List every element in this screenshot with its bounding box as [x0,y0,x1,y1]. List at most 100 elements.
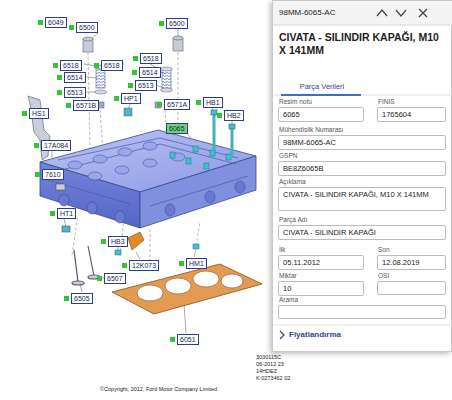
status-marker [94,63,99,68]
status-marker [133,56,138,61]
callout-text: 6514 [67,74,83,81]
field-value: CIVATA - SILINDIR KAPAĞI [283,228,441,237]
callout-text: HP1 [124,95,138,102]
status-marker [179,261,184,266]
callout-text: 6049 [48,19,64,26]
field-value: 10 [283,284,359,293]
part-title: CIVATA - SILINDIR KAPAĞI, M10 X 141MM [279,31,447,57]
drawing-code: K:0273462 02 [256,375,290,382]
callout-number: HT1 [57,208,76,219]
field-box: Miktar10 [278,281,364,296]
status-marker [53,63,58,68]
field-box: Mühendislik Numarası98MM-6065-AC [278,135,446,150]
callout-text: 6571B [76,102,96,109]
callout-number: 6571A [164,99,190,110]
callout-text: HS1 [32,110,46,117]
callout-number: 6514 [139,67,161,78]
callout-number: 6507 [104,273,126,284]
status-marker [22,111,27,116]
field-label: Mühendislik Numarası [279,126,343,133]
callout-text: 6518 [63,62,79,69]
field-value: 98MM-6065-AC [283,138,441,147]
callout-number: HB3 [108,236,128,247]
status-marker [157,102,162,107]
field-value: 6065 [283,110,359,119]
status-marker [57,75,62,80]
callout-number: HB1 [203,97,223,108]
callout-number: 6518 [101,60,123,71]
status-marker [159,21,164,26]
callout-text: 12K073 [132,262,156,269]
status-marker [97,276,102,281]
field-value: BE8Z6065B [283,164,441,173]
callout-number: 6049 [45,17,67,28]
status-marker [217,113,222,118]
field-label: Miktar [279,272,297,279]
callout-text: 6513 [138,82,154,89]
copyright-note: ©Copyright, 2012, Ford Motor Company Lim… [100,386,217,393]
callout-number: 6518 [60,60,82,71]
callout-number: 6514 [64,72,86,83]
status-marker [57,90,62,95]
field-box: Son12.08.2019 [377,255,446,270]
status-marker [66,103,71,108]
status-marker [69,25,74,30]
callout-text: 6505 [74,295,90,302]
callout-number: HM1 [186,258,207,269]
status-marker [35,172,40,177]
callout-text: HB3 [111,238,125,245]
callout-text: 6065 [169,125,185,132]
callout-number: 6571B [73,100,99,111]
status-marker [128,83,133,88]
callout-number: HP1 [121,93,141,104]
callout-number: HB2 [224,110,244,121]
field-label: İlk [279,246,286,253]
callout-text: HB2 [227,112,241,119]
field-value: 05.11.2012 [283,258,359,267]
field-box: AçıklamaCIVATA - SILINDIR KAPAĞI, M10 X … [278,187,446,211]
callout-text: HB1 [206,99,220,106]
callout-number: 12K073 [129,260,159,271]
status-marker [101,239,106,244]
field-box: GSPNBE8Z6065B [278,161,446,176]
field-box: Parça AdıCIVATA - SILINDIR KAPAĞI [278,225,446,240]
callout-text: HT1 [60,210,73,217]
status-marker [122,263,127,268]
callout-text: 6500 [79,24,95,31]
callout-number: 6051 [177,334,199,345]
field-label: Açıklama [279,178,306,185]
field-box: İlk05.11.2012 [278,255,364,270]
field-box: Arama [278,305,446,319]
callout-text: 6518 [143,55,159,62]
status-marker [114,96,119,101]
callout-number: 17A084 [41,140,71,151]
callout-number: 6513 [135,80,157,91]
field-label: FINIS [378,98,395,105]
callout-text: 7610 [45,171,61,178]
field-value: 12.08.2019 [382,258,441,267]
callout-number: 6065 [166,123,188,134]
drawing-code: 14HDEZ [256,368,277,375]
field-box: OSI [377,281,446,295]
field-label: Resim notu [279,98,312,105]
callout-number: 6500 [76,22,98,33]
callout-text: 6571A [167,101,187,108]
field-box: FINIS1765604 [377,107,446,122]
field-label: OSI [378,272,389,279]
field-label: Son [378,246,390,253]
field-value: CIVATA - SILINDIR KAPAĞI, M10 X 141MM [283,190,441,199]
callout-text: 6051 [180,336,196,343]
detail-panel: 98MM-6065-AC CIVATA - SILINDIR KAPAĞI, M1… [272,0,452,352]
section-link: Fiyatlandırma [289,330,341,339]
field-value: 1765604 [382,110,441,119]
callout-text: 6500 [169,20,185,27]
status-marker [38,20,43,25]
status-marker [170,337,175,342]
status-marker [64,296,69,301]
callout-text: 6513 [67,89,83,96]
tab-label: Parça Verileri [287,82,357,91]
status-marker [34,143,39,148]
status-marker [132,70,137,75]
callout-number: 6513 [64,87,86,98]
callout-text: 6518 [104,62,120,69]
